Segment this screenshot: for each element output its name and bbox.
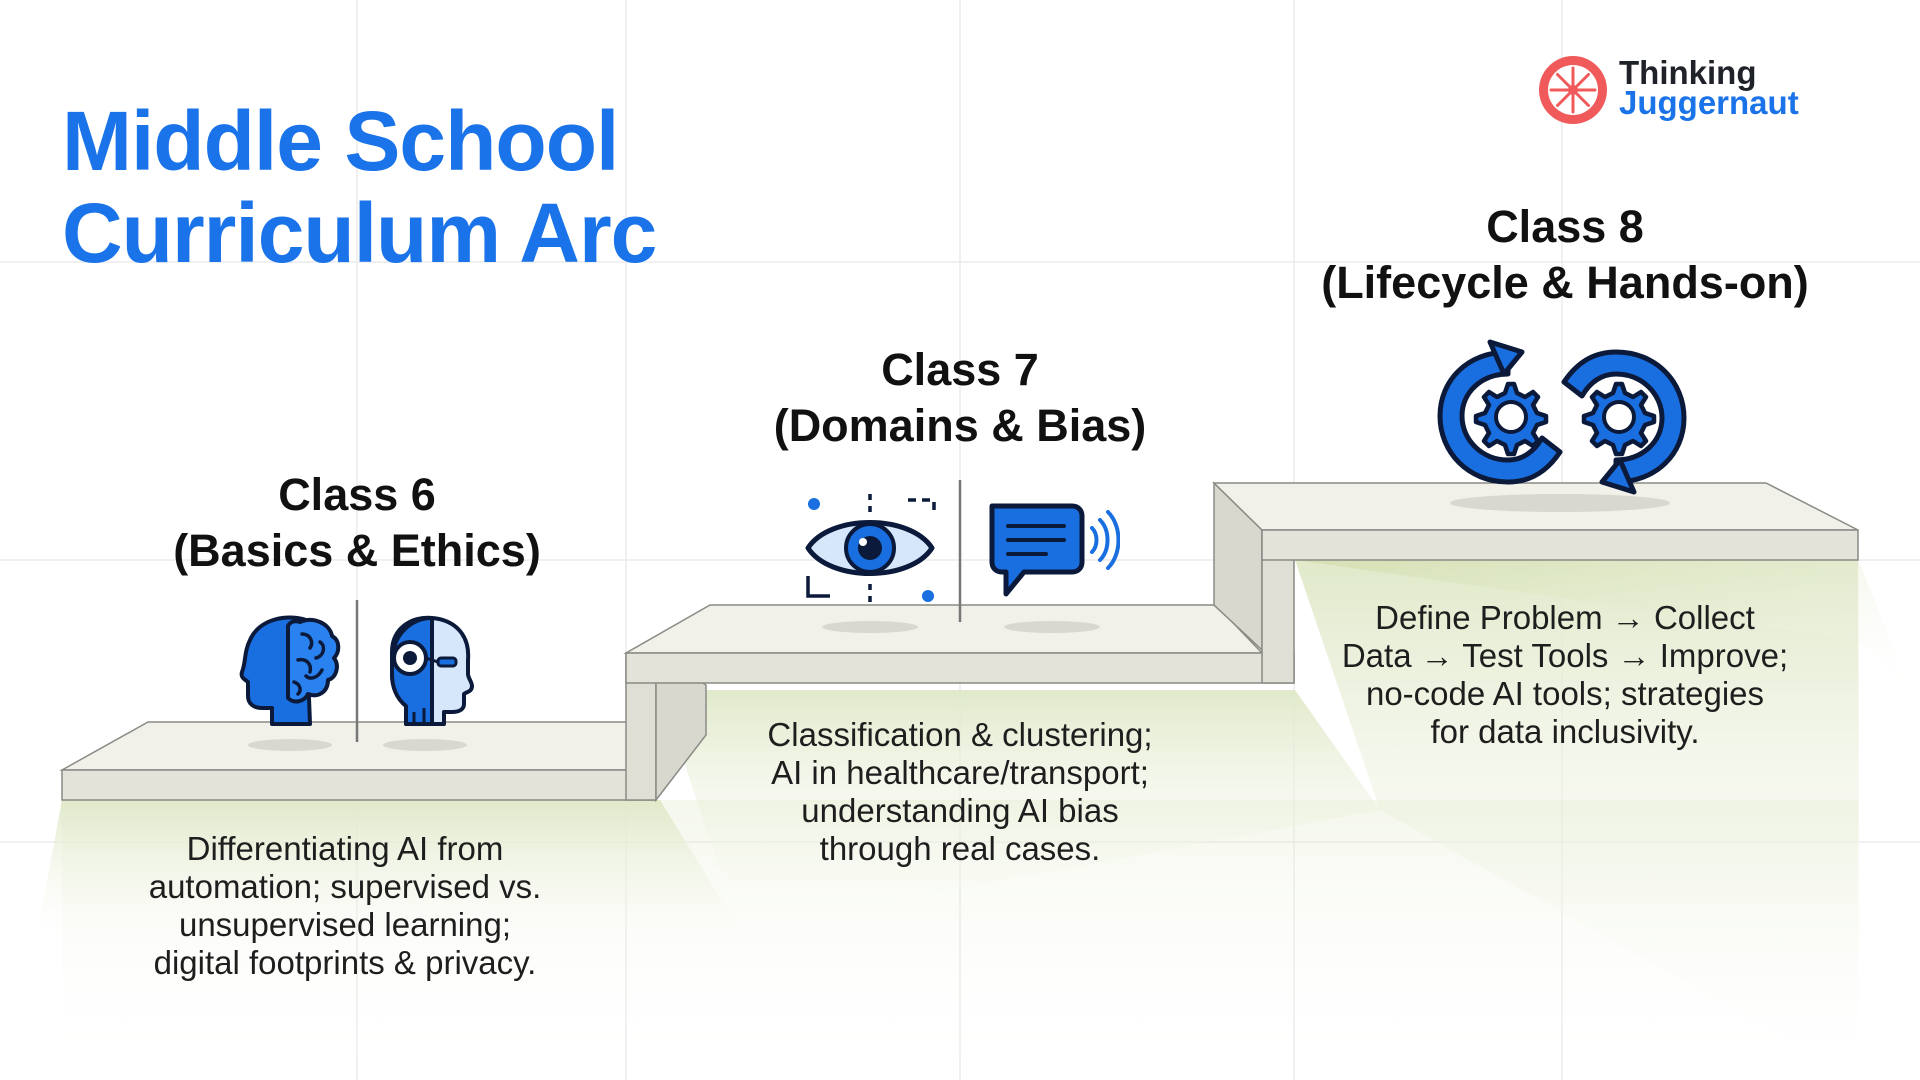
- class-8-heading-line-1: Class 8: [1486, 201, 1644, 252]
- class-7-description: Classification & clustering; AI in healt…: [700, 716, 1220, 868]
- step-shadows: [40, 560, 1915, 1080]
- class-8-description-line-3: no-code AI tools; strategies: [1365, 675, 1765, 712]
- wheel-logo-icon: [1539, 56, 1607, 124]
- class-7-description-line-3: understanding AI bias: [801, 792, 1119, 829]
- page-title-line-1: Middle School: [62, 94, 619, 188]
- class-6-description-line-3: unsupervised learning;: [178, 906, 512, 943]
- class-7-description-line-1: Classification & clustering;: [767, 716, 1153, 753]
- step-platform-class-7: [623, 604, 1295, 684]
- brand-name-line-2: Juggernaut: [1619, 84, 1799, 121]
- class-8-description-line-1: Define Problem → Collect: [1375, 599, 1755, 636]
- brain-head-icon: [239, 615, 341, 726]
- class-7-heading: Class 7 (Domains & Bias): [740, 342, 1180, 454]
- class-7-description-line-4: through real cases.: [819, 830, 1101, 867]
- class-6-description-line-1: Differentiating AI from: [186, 830, 504, 867]
- class-8-description-line-2: Data → Test Tools → Improve;: [1341, 637, 1789, 674]
- chat-bubble-icon: [989, 503, 1120, 597]
- class-6-description: Differentiating AI from automation; supe…: [90, 830, 600, 982]
- eye-scan-icon: [805, 494, 936, 604]
- class-7-description-line-2: AI in healthcare/transport;: [771, 754, 1149, 791]
- class-6-description-line-2: automation; supervised vs.: [148, 868, 542, 905]
- page-title: Middle School Curriculum Arc: [62, 94, 657, 280]
- gears-cycle-icon: [1437, 339, 1687, 495]
- step-platform-class-6: [59, 721, 662, 801]
- page-title-line-2: Curriculum Arc: [62, 186, 657, 280]
- class-8-description: Define Problem → Collect Data → Test Too…: [1300, 599, 1830, 751]
- class-6-description-line-4: digital footprints & privacy.: [153, 944, 537, 981]
- class-8-heading-line-2: (Lifecycle & Hands-on): [1321, 257, 1809, 308]
- brand-logo: Thinking Juggernaut: [1535, 52, 1815, 132]
- class-8-heading: Class 8 (Lifecycle & Hands-on): [1300, 199, 1830, 311]
- class-6-heading: Class 6 (Basics & Ethics): [157, 467, 557, 579]
- class-7-heading-line-2: (Domains & Bias): [773, 400, 1147, 451]
- class-8-description-line-4: for data inclusivity.: [1430, 713, 1700, 750]
- robot-head-icon: [390, 615, 474, 726]
- class-6-heading-line-2: (Basics & Ethics): [173, 525, 541, 576]
- class-6-heading-line-1: Class 6: [278, 469, 436, 520]
- brand-name-line-1: Thinking: [1619, 54, 1757, 91]
- class-7-heading-line-1: Class 7: [881, 344, 1039, 395]
